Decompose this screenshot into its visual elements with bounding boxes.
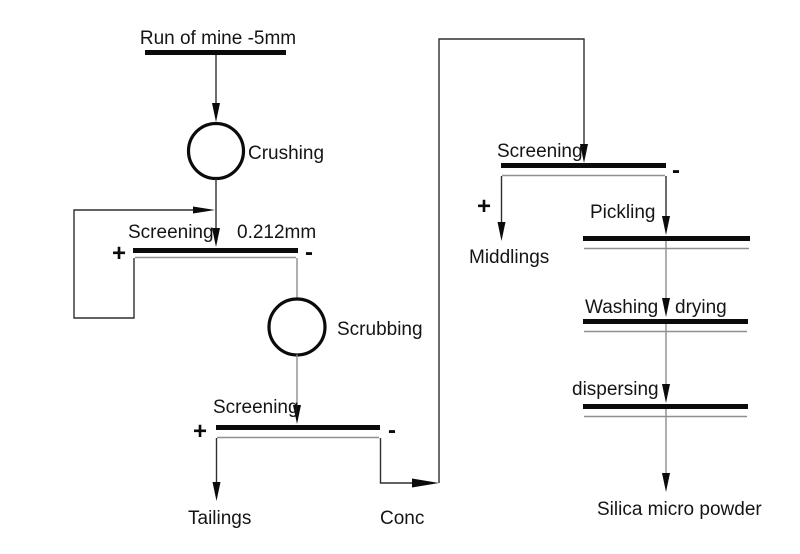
feed-node: Run of mine -5mm xyxy=(140,28,296,122)
screening3-deck-bar xyxy=(501,163,666,168)
screening3-node: Screening - + xyxy=(477,141,680,220)
screening2-node: Screening + - xyxy=(193,397,396,445)
scrubbing-node: Scrubbing xyxy=(267,297,423,424)
recycle-arrowhead xyxy=(193,206,215,214)
screening1-aperture: 0.212mm xyxy=(237,222,316,243)
screening1-plus-sign: + xyxy=(112,240,126,267)
recycle-line xyxy=(73,209,194,319)
screening3-label: Screening xyxy=(497,141,583,162)
tailings-label: Tailings xyxy=(188,508,251,529)
product-node: Silica micro powder xyxy=(597,473,762,520)
pickling-bar xyxy=(583,236,750,241)
screening3-minus-sign: - xyxy=(672,157,680,184)
washing-drying-node: Washing drying xyxy=(583,297,748,385)
product-arrowhead xyxy=(662,473,670,492)
screening1-node: Screening 0.212mm + - xyxy=(112,222,316,300)
screening2-deck-bar xyxy=(216,425,380,430)
dispersing-node: dispersing xyxy=(572,379,748,474)
dispersing-arrowhead xyxy=(662,384,670,403)
screening1-deck-bar xyxy=(133,248,298,253)
screening2-label: Screening xyxy=(213,397,299,418)
conc-label: Conc xyxy=(380,508,424,529)
scrubbing-label: Scrubbing xyxy=(337,319,423,340)
tailings-stream: Tailings xyxy=(188,438,251,529)
washing-label: Washing xyxy=(585,297,658,318)
feed-stock-bar xyxy=(145,50,286,55)
feed-label: Run of mine -5mm xyxy=(140,28,296,49)
conc-riser-line xyxy=(438,38,585,483)
conc-line xyxy=(379,438,414,484)
conc-stream: Conc xyxy=(379,38,588,529)
screening1-label: Screening xyxy=(128,222,214,243)
screening2-minus-sign: - xyxy=(388,417,396,444)
recycle-loop xyxy=(73,206,215,319)
middlings-stream: Middlings xyxy=(469,176,549,268)
middlings-label: Middlings xyxy=(469,247,549,268)
crushing-circle xyxy=(186,121,246,181)
tailings-arrowhead xyxy=(212,482,221,501)
middlings-arrowhead xyxy=(497,222,506,241)
pickling-arrowhead xyxy=(662,216,670,235)
crushing-label: Crushing xyxy=(248,143,324,164)
pickling-node: Pickling xyxy=(583,176,750,299)
washing-arrowhead xyxy=(662,298,670,317)
screen2-feed-arrowhead xyxy=(293,405,301,424)
dispersing-bar xyxy=(583,404,748,409)
screen1-feed-arrowhead xyxy=(212,228,220,247)
screen3-feed-arrowhead xyxy=(580,144,588,163)
screening1-minus-sign: - xyxy=(305,239,313,266)
dispersing-label: dispersing xyxy=(572,379,659,400)
product-label: Silica micro powder xyxy=(597,499,762,520)
washing-bar xyxy=(583,319,748,324)
feed-arrowhead xyxy=(212,103,220,122)
screening2-plus-sign: + xyxy=(193,418,207,445)
drying-label: drying xyxy=(675,297,727,318)
screening3-plus-sign: + xyxy=(477,193,491,220)
scrubbing-circle xyxy=(267,297,327,357)
conc-arrowhead xyxy=(412,478,439,488)
crushing-node: Crushing xyxy=(186,121,324,247)
pickling-label: Pickling xyxy=(590,202,655,223)
